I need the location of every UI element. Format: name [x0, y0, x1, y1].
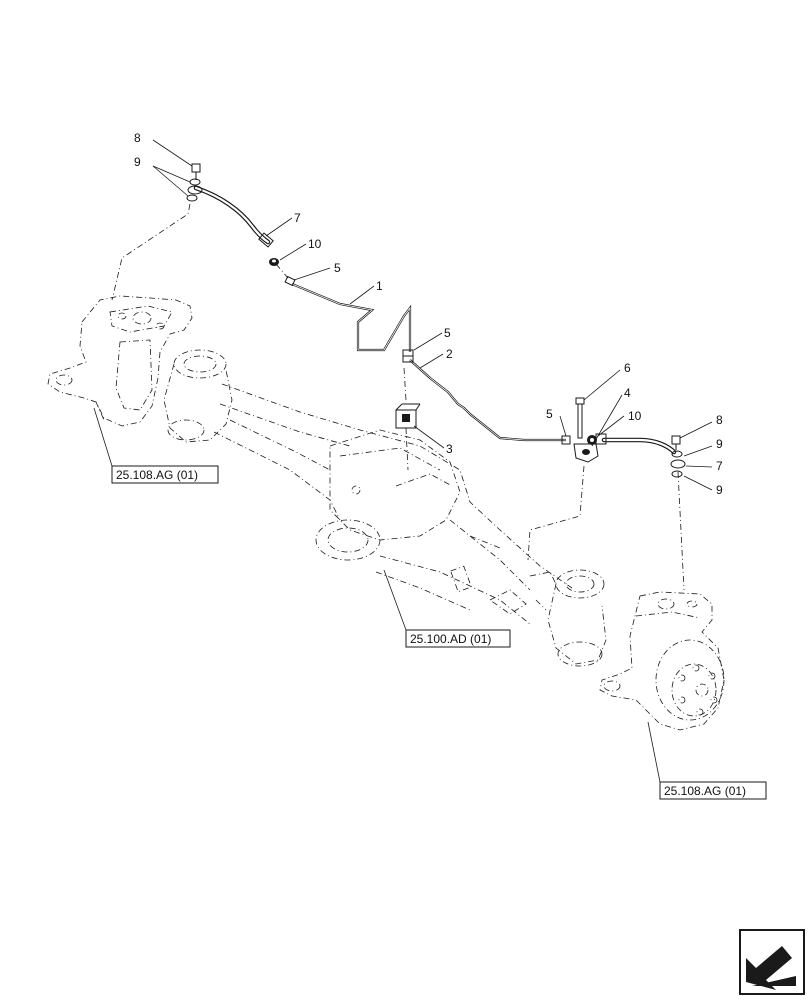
- callout-2: 2: [446, 347, 453, 361]
- callout-9-right-top: 9: [716, 437, 723, 451]
- left-steering-knuckle[interactable]: [47, 295, 193, 427]
- callout-4: 4: [624, 386, 631, 400]
- callout-1: 1: [376, 279, 383, 293]
- assembly-centerlines: [111, 203, 685, 591]
- axle-housing[interactable]: [163, 349, 607, 667]
- callout-9-right-bottom: 9: [716, 483, 723, 497]
- center-pipe-union[interactable]: [402, 349, 414, 363]
- left-pipe-fitting[interactable]: [284, 275, 296, 287]
- callout-8-right: 8: [716, 413, 723, 427]
- hose-bracket[interactable]: [573, 443, 599, 463]
- pipe-clip[interactable]: [395, 403, 421, 429]
- reference-axle-housing[interactable]: 25.100.AD (01): [405, 629, 511, 648]
- callout-8-left: 8: [134, 131, 141, 145]
- bracket-bolt[interactable]: [575, 397, 585, 439]
- callout-5-center: 5: [444, 326, 451, 340]
- left-banjo-bolt[interactable]: [191, 163, 201, 180]
- callout-10-left: 10: [308, 237, 322, 251]
- next-page-arrow-icon[interactable]: [739, 929, 805, 995]
- reference-left-knuckle-label: 25.108.AG (01): [116, 468, 198, 482]
- callout-6: 6: [624, 361, 631, 375]
- callout-5-left: 5: [334, 261, 341, 275]
- reference-axle-housing-label: 25.100.AD (01): [410, 632, 491, 646]
- left-nut[interactable]: [269, 258, 279, 266]
- brake-pipe-2[interactable]: [409, 359, 566, 442]
- leader-lines: [93, 139, 713, 783]
- right-copper-washers[interactable]: [670, 450, 686, 478]
- callout-7-right: 7: [716, 459, 723, 473]
- brake-pipe-1[interactable]: [291, 282, 412, 352]
- callout-3: 3: [446, 442, 453, 456]
- right-steering-knuckle[interactable]: [599, 591, 725, 731]
- callout-10-right: 10: [628, 409, 642, 423]
- right-brake-hose[interactable]: [595, 433, 677, 455]
- callout-9-left: 9: [134, 155, 141, 169]
- reference-right-knuckle[interactable]: 25.108.AG (01): [659, 781, 767, 800]
- reference-left-knuckle[interactable]: 25.108.AG (01): [111, 465, 219, 484]
- reference-right-knuckle-label: 25.108.AG (01): [664, 784, 746, 798]
- left-brake-hose[interactable]: [193, 185, 274, 248]
- callout-numbers: 8 9 7 10 5 1 5 2 3 5 6 4 10 8 9 7 9: [134, 131, 723, 497]
- callout-5-right: 5: [546, 407, 553, 421]
- right-banjo-bolt[interactable]: [671, 435, 681, 450]
- callout-7-left: 7: [294, 211, 301, 225]
